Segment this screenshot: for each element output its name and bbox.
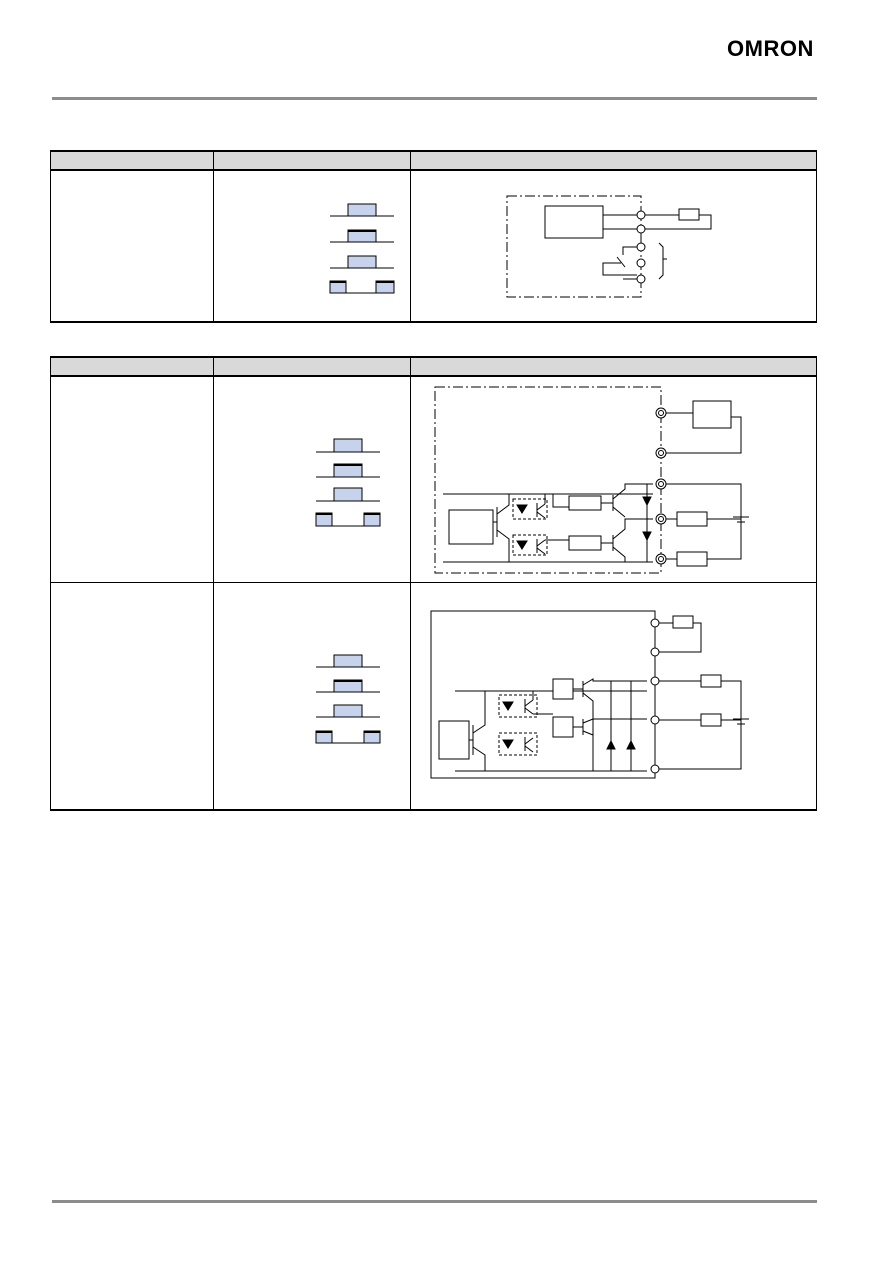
- timing-chart: [315, 438, 381, 527]
- circuit-diagram-cell: [410, 169, 817, 323]
- column-header: [410, 150, 817, 171]
- npn-output-circuit: [434, 386, 749, 574]
- output-type-cell: [50, 582, 214, 811]
- table-row: [50, 169, 817, 323]
- column-header: [213, 356, 411, 377]
- column-header: [50, 356, 214, 377]
- column-header: [410, 356, 817, 377]
- circuit-diagram-cell: [410, 375, 817, 583]
- timing-chart-cell: [213, 375, 411, 583]
- timing-chart-cell: [213, 169, 411, 323]
- output-type-cell: [50, 375, 214, 583]
- circuit-diagram-cell: [410, 582, 817, 811]
- timing-chart: [329, 203, 395, 294]
- table-row: [50, 582, 817, 811]
- omron-logo: OMRON: [727, 36, 814, 61]
- output-spec-table-2: [50, 356, 817, 811]
- column-header: [50, 150, 214, 171]
- footer-rule: [52, 1200, 817, 1203]
- timing-chart-cell: [213, 582, 411, 811]
- pnp-output-circuit: [430, 610, 749, 779]
- column-header: [213, 150, 411, 171]
- table-header-row: [50, 150, 817, 171]
- timing-chart: [315, 654, 381, 744]
- table-row: [50, 375, 817, 583]
- output-type-cell: [50, 169, 214, 323]
- output-spec-table-1: [50, 150, 817, 323]
- contact-output-circuit: [506, 195, 712, 298]
- table-header-row: [50, 356, 817, 377]
- header-rule: [52, 97, 817, 100]
